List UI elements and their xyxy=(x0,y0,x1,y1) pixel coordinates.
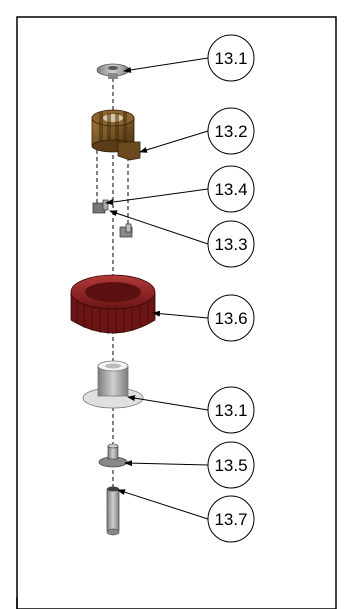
callout-13-1-top: 13.1 xyxy=(207,34,255,82)
callout-label: 13.2 xyxy=(214,122,247,141)
leader-13-3 xyxy=(109,210,209,245)
callout-13-2: 13.2 xyxy=(207,107,255,155)
part-clip xyxy=(119,223,133,238)
leader-13-5 xyxy=(124,460,209,467)
leader-13-2 xyxy=(139,130,209,153)
leader-13-1-top xyxy=(123,57,209,73)
leader-13-1-lower xyxy=(127,395,209,411)
callout-13-4: 13.4 xyxy=(207,165,255,213)
callout-13-5: 13.5 xyxy=(207,441,255,489)
leader-13-4 xyxy=(105,188,209,206)
leader-13-6 xyxy=(152,310,209,319)
callout-label: 13.5 xyxy=(214,456,247,475)
part-gear-brown xyxy=(91,109,141,161)
part-washer-top xyxy=(96,63,130,79)
leader-13-7 xyxy=(117,489,209,520)
callout-label: 13.1 xyxy=(214,49,247,68)
callout-label: 13.6 xyxy=(214,309,247,328)
callout-label: 13.3 xyxy=(214,235,247,254)
callout-13-1-lower: 13.1 xyxy=(207,386,255,434)
callout-label: 13.4 xyxy=(214,180,247,199)
part-bushing xyxy=(82,360,144,409)
callout-13-3: 13.3 xyxy=(207,220,255,268)
leader-lines xyxy=(105,57,209,520)
callout-13-7: 13.7 xyxy=(207,495,255,543)
frame-border xyxy=(16,16,337,609)
callout-label: 13.1 xyxy=(214,401,247,420)
callout-13-6: 13.6 xyxy=(207,294,255,342)
part-gear-red xyxy=(70,274,156,334)
part-clip-small xyxy=(92,199,109,214)
part-washer xyxy=(98,443,128,468)
part-pin xyxy=(106,486,120,536)
callout-label: 13.7 xyxy=(214,510,247,529)
